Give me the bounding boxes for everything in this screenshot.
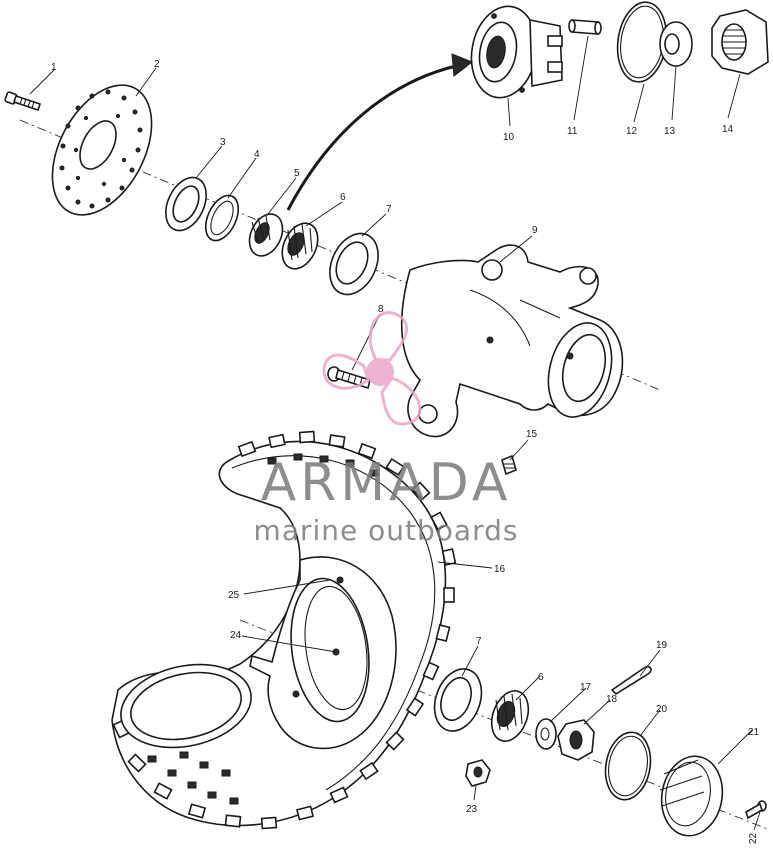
part-7-bearing-cup-upper: [329, 232, 379, 296]
callout-12: 12: [626, 126, 638, 137]
explode-arrow: [286, 53, 473, 211]
part-7-bearing-cup-lower: [433, 668, 483, 732]
part-17-washer: [535, 718, 557, 750]
callout-16: 16: [494, 564, 506, 575]
callout-4: 4: [254, 149, 260, 160]
propeller-logo-icon: [322, 311, 422, 426]
callout-25: 25: [228, 590, 240, 601]
part-6-roller-bearing: [281, 222, 319, 270]
callout-22: 22: [748, 832, 759, 844]
callout-3: 3: [220, 137, 226, 148]
part-3-bearing-cup: [165, 176, 207, 232]
leader-lines: [29, 35, 761, 831]
callout-23: 23: [466, 804, 478, 815]
part-1-bolt: [4, 91, 42, 112]
part-15-valve-stem: [501, 454, 517, 476]
part-12-o-ring: [616, 1, 668, 83]
callout-13: 13: [664, 126, 676, 137]
part-21-hub-cap: [659, 755, 724, 837]
callout-7: 7: [386, 204, 392, 215]
callout-18: 18: [606, 694, 618, 705]
callout-17: 17: [580, 682, 592, 693]
callout-14: 14: [722, 124, 734, 135]
callout-19: 19: [656, 640, 668, 651]
part-22-screw: [745, 800, 767, 820]
part-24-wheel-rim: [249, 556, 397, 750]
callout-labels: 1 2 3 4 5 6 7 8 9 10 11 12 13 14 15 16 7…: [51, 59, 760, 844]
callout-2: 2: [154, 59, 160, 70]
part-10-hub-flange: [470, 5, 563, 99]
callout-1: 1: [51, 62, 57, 73]
callout-5: 5: [294, 168, 300, 179]
callout-20: 20: [656, 704, 668, 715]
part-6-roller-bearing-lower: [490, 690, 530, 742]
callout-15: 15: [526, 429, 538, 440]
callout-21: 21: [748, 727, 760, 738]
watermark-title: ARMADA: [261, 453, 512, 513]
callout-6: 6: [340, 192, 346, 203]
callout-8: 8: [378, 304, 384, 315]
part-2-brake-disc: [51, 84, 153, 216]
callout-11: 11: [567, 126, 578, 137]
part-4-seal-ring: [204, 194, 240, 242]
watermark-subtitle: marine outboards: [254, 514, 519, 547]
part-9-knuckle-housing: [400, 244, 624, 438]
part-20-o-ring: [604, 731, 652, 801]
part-18-castle-nut: [557, 719, 595, 761]
callout-10: 10: [503, 132, 515, 143]
callout-7-lower: 7: [476, 636, 482, 647]
part-13-washer: [659, 21, 693, 67]
watermark: ARMADA marine outboards: [254, 311, 519, 547]
callout-6-lower: 6: [538, 672, 544, 683]
callout-24: 24: [230, 630, 242, 641]
part-5-bearing-cone: [248, 213, 284, 257]
part-11-spacer: [568, 19, 602, 35]
part-23-lug-nut: [465, 759, 491, 787]
callout-9: 9: [532, 225, 538, 236]
part-19-cotter-pin: [610, 665, 652, 696]
part-14-axle-nut: [711, 9, 769, 75]
